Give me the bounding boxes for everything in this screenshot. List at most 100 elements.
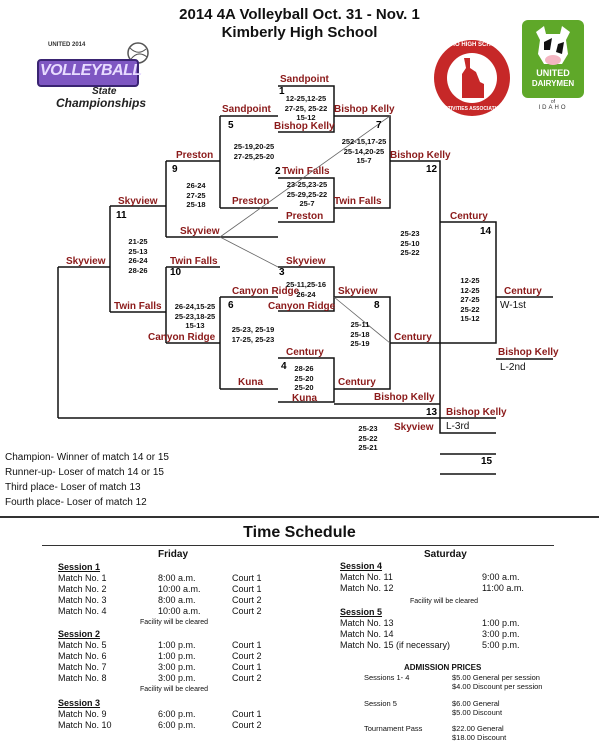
team-bishop-kelly-m7: Bishop Kelly xyxy=(334,104,395,115)
team-century-champion: Century xyxy=(504,286,542,297)
score-match-11: 21-25 25-13 26-24 28-26 xyxy=(128,237,148,275)
united-dairymen-logo: UNITED DAIRYMEN of IDAHO xyxy=(522,20,584,112)
schedule-cell: Match No. 13 xyxy=(340,618,394,628)
team-bishop-kelly-runner-up: Bishop Kelly xyxy=(498,347,559,358)
legend-third: Third place- Loser of match 13 xyxy=(5,482,141,493)
team-skyview-third: Skyview xyxy=(394,422,434,433)
match-number-1: 1 xyxy=(279,86,285,97)
match-number-4: 4 xyxy=(281,361,287,372)
score-match-5: 25-19,20-25 27-25,25-20 xyxy=(233,142,275,161)
team-canyon-ridge-m10: Canyon Ridge xyxy=(148,332,216,343)
schedule-cell: Court 2 xyxy=(232,606,262,616)
schedule-cell: Match No. 2 xyxy=(58,584,107,594)
admission-cell: $4.00 Discount per session xyxy=(452,682,543,691)
match-number-15: 15 xyxy=(481,456,493,467)
ihsaa-logo-top-text: IDAHO HIGH SCHOOL xyxy=(440,42,504,48)
score-match-3: 25-11,25-16 26-24 xyxy=(285,280,327,299)
score-match-1: 12-25,12-25 27-25, 25-22 15-12 xyxy=(284,94,328,122)
schedule-rule xyxy=(42,545,554,546)
team-twin-falls-m2: Twin Falls xyxy=(282,166,330,177)
team-twin-falls-m11: Twin Falls xyxy=(114,301,162,312)
score-match-12: 25-23 25-10 25-22 xyxy=(400,229,420,257)
session-5-heading: Session 5 xyxy=(340,607,383,617)
score-match-4: 28-26 25-20 25-20 xyxy=(294,364,314,392)
ud-logo-line2: DAIRYMEN xyxy=(531,79,575,88)
team-skyview-m3: Skyview xyxy=(286,256,326,267)
vb-logo-state: State xyxy=(92,86,117,97)
team-canyon-ridge-m6: Canyon Ridge xyxy=(232,286,300,297)
score-match-9: 26-24 27-25 25-18 xyxy=(186,181,206,209)
team-bishop-kelly-m13: Bishop Kelly xyxy=(374,392,435,403)
ud-logo-line1: UNITED xyxy=(536,68,570,78)
team-century-m8: Century xyxy=(394,332,432,343)
match-number-14: 14 xyxy=(480,226,492,237)
schedule-cell: Match No. 14 xyxy=(340,629,394,639)
saturday-heading: Saturday xyxy=(424,549,467,560)
place-first: W-1st xyxy=(500,300,526,311)
team-twin-falls-m10: Twin Falls xyxy=(170,256,218,267)
schedule-cell: 8:00 a.m. xyxy=(158,595,196,605)
schedule-cell: Match No. 9 xyxy=(58,709,107,719)
score-match-8: 25-11 25-18 25-19 xyxy=(350,320,370,348)
schedule-cell: 3:00 p.m. xyxy=(482,629,520,639)
team-skyview-m11: Skyview xyxy=(118,196,158,207)
place-third: L-3rd xyxy=(446,421,470,432)
session-4-heading: Session 4 xyxy=(340,561,383,571)
session-4-note: Facility will be cleared xyxy=(410,598,479,605)
schedule-cell: Court 1 xyxy=(232,709,262,719)
match-number-11: 11 xyxy=(116,210,127,221)
team-kuna-m6: Kuna xyxy=(238,377,263,388)
match-number-3: 3 xyxy=(279,267,285,278)
admission-cell: Sessions 1- 4 xyxy=(364,673,410,682)
section-divider xyxy=(0,516,599,518)
schedule-cell: 5:00 p.m. xyxy=(482,640,520,650)
place-second: L-2nd xyxy=(500,362,526,373)
schedule-cell: Match No. 7 xyxy=(58,662,107,672)
ihsaa-logo-bottom-text: ACTIVITIES ASSOCIATION xyxy=(440,106,504,112)
score-match-7: 252-15,17-25 25-14,20-25 15-7 xyxy=(341,137,387,165)
schedule-cell: Match No. 15 (if necessary) xyxy=(340,640,451,650)
admission-cell: $5.00 General per session xyxy=(452,673,540,682)
vb-logo-main: VOLLEYBALL xyxy=(40,62,142,79)
vb-logo-top: UNITED 2014 xyxy=(48,42,86,48)
admission-cell: $6.00 General xyxy=(452,699,500,708)
volleyball-championships-logo: UNITED 2014 VOLLEYBALL State Championshi… xyxy=(30,40,160,112)
ud-logo-of: of xyxy=(550,99,556,105)
schedule-cell: Court 1 xyxy=(232,584,262,594)
score-match-2: 23-25,23-25 25-29,25-22 25-7 xyxy=(286,180,328,208)
team-preston-m5: Preston xyxy=(232,196,270,207)
score-match-13: 25-23 25-22 25-21 xyxy=(358,424,378,452)
session-1-note: Facility will be cleared xyxy=(140,619,209,626)
schedule-cell: 8:00 a.m. xyxy=(158,573,196,583)
admission-cell: $22.00 General xyxy=(452,724,504,733)
session-1-heading: Session 1 xyxy=(58,562,101,572)
team-sandpoint-top: Sandpoint xyxy=(280,74,329,85)
admission-cell: $5.00 Discount xyxy=(452,708,503,717)
schedule-cell: Match No. 3 xyxy=(58,595,107,605)
match-number-2: 2 xyxy=(275,166,281,177)
schedule-cell: Match No. 6 xyxy=(58,651,107,661)
schedule-cell: 1:00 p.m. xyxy=(158,651,196,661)
schedule-cell: 10:00 a.m. xyxy=(158,606,201,616)
match-number-6: 6 xyxy=(228,300,234,311)
schedule-cell: Court 2 xyxy=(232,673,262,683)
match-number-8: 8 xyxy=(374,300,380,311)
schedule-cell: 11:00 a.m. xyxy=(482,583,524,593)
schedule-cell: Court 1 xyxy=(232,662,262,672)
match-number-9: 9 xyxy=(172,164,178,175)
schedule-cell: Court 2 xyxy=(232,720,262,730)
schedule-cell: 6:00 p.m. xyxy=(158,709,196,719)
vb-logo-championships: Championships xyxy=(56,96,147,110)
schedule-cell: Match No. 4 xyxy=(58,606,107,616)
team-skyview-m8: Skyview xyxy=(338,286,378,297)
schedule-cell: Court 1 xyxy=(232,640,262,650)
page-title: 2014 4A Volleyball Oct. 31 - Nov. 1 xyxy=(179,6,420,23)
schedule-cell: Match No. 12 xyxy=(340,583,394,593)
match-number-7: 7 xyxy=(376,120,382,131)
team-preston-m2: Preston xyxy=(286,211,324,222)
team-bishop-kelly-m12: Bishop Kelly xyxy=(390,150,451,161)
match-number-10: 10 xyxy=(170,267,182,278)
friday-heading: Friday xyxy=(158,549,189,560)
schedule-cell: Court 1 xyxy=(232,573,262,583)
